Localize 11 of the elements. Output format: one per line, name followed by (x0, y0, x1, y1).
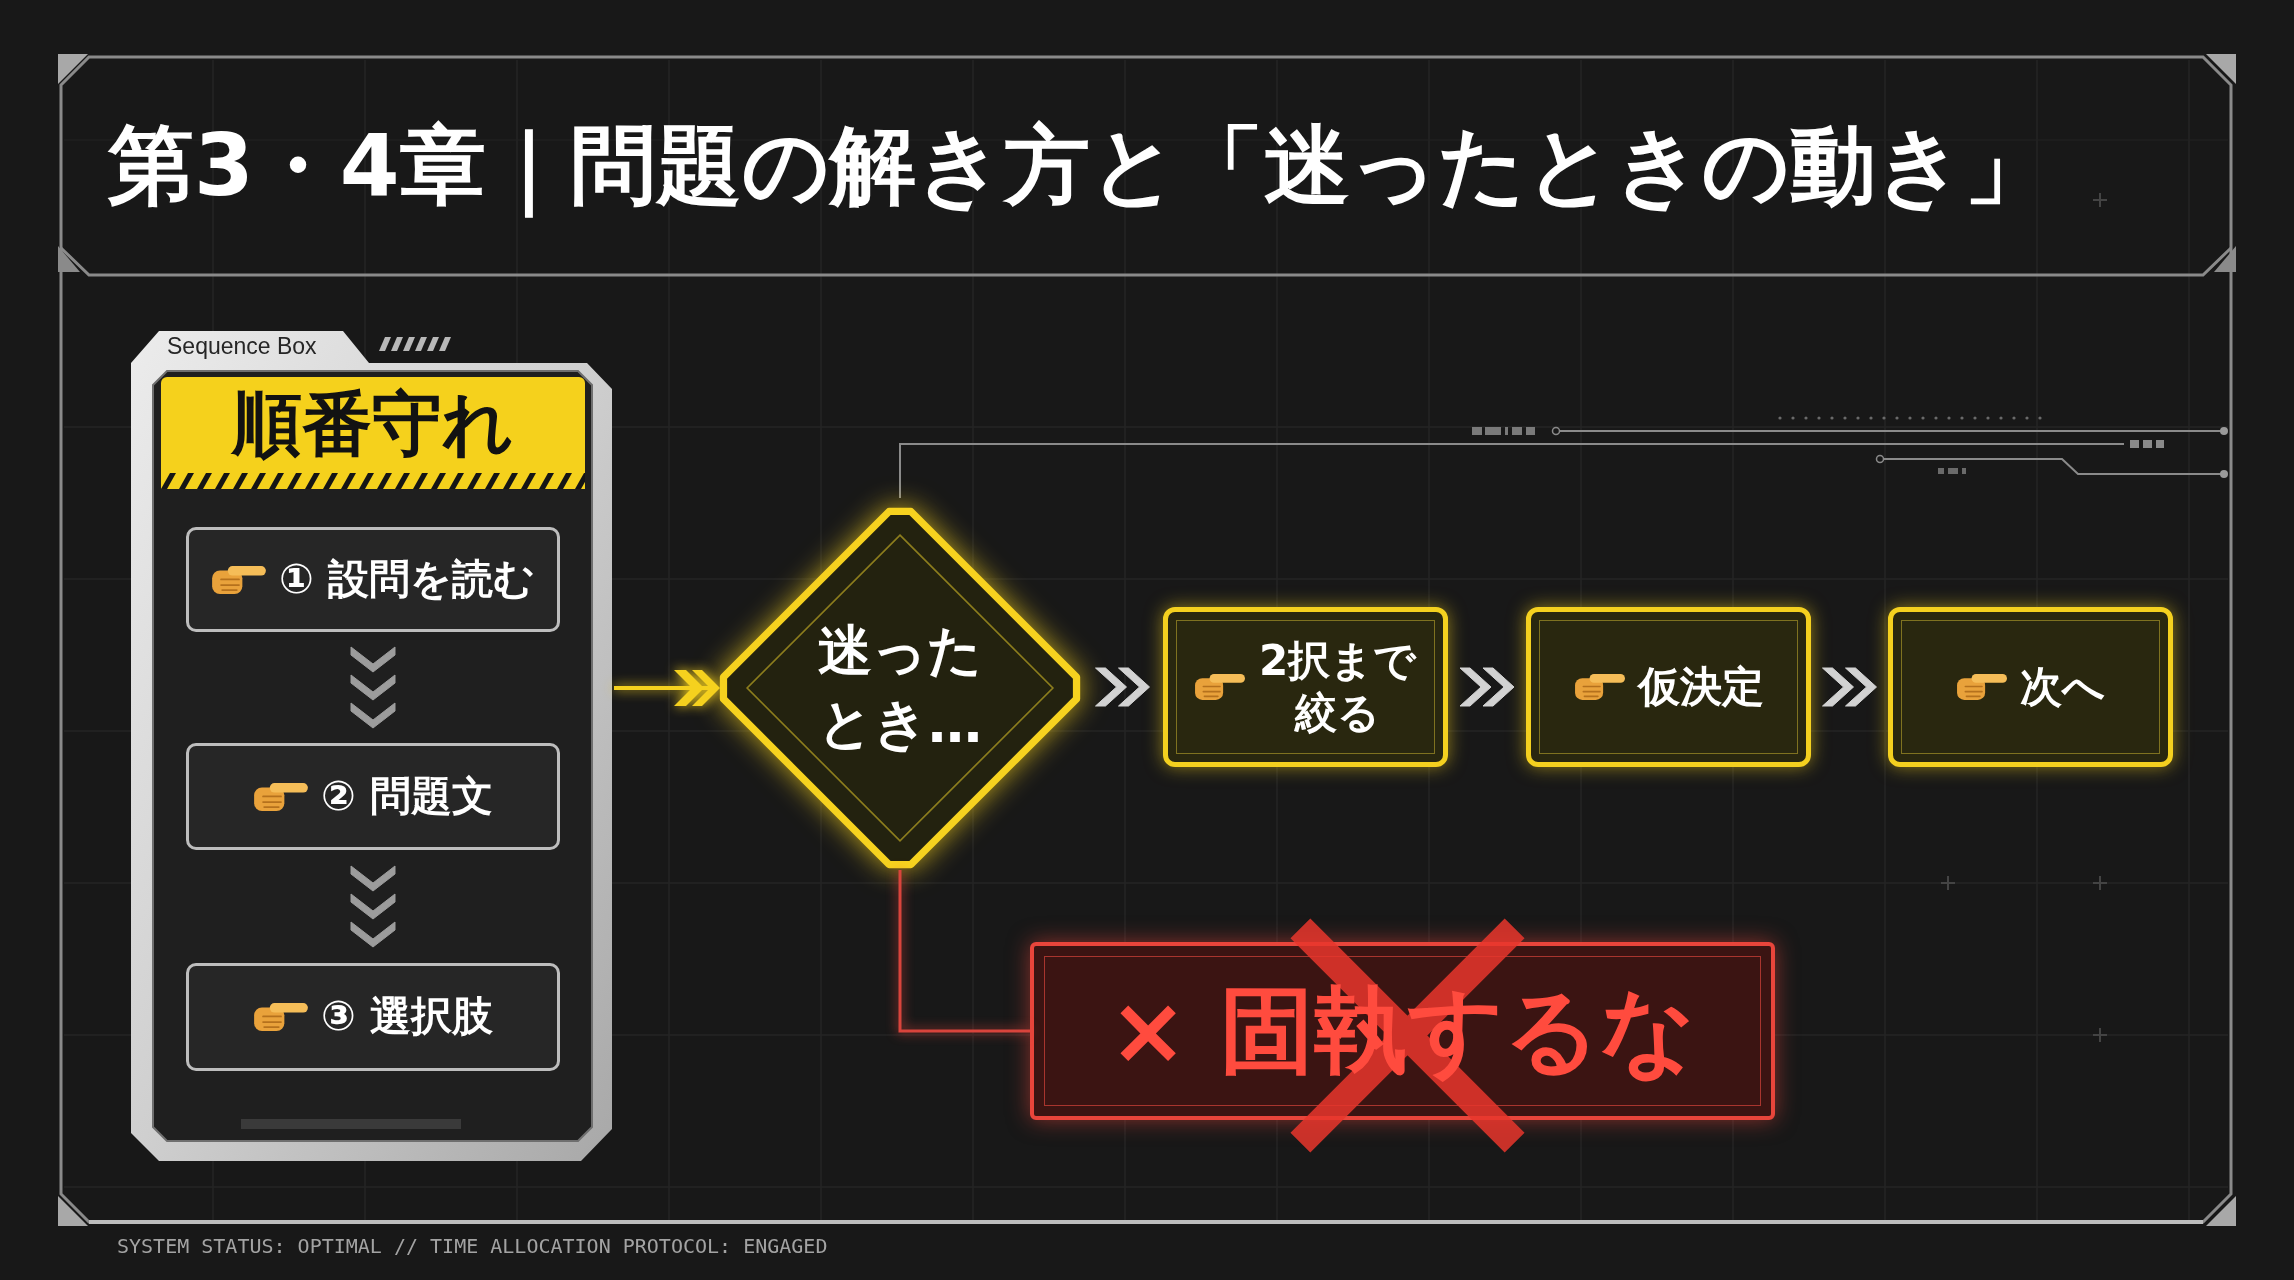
header-title: 順番守れ (232, 383, 514, 465)
status-line: SYSTEM STATUS: OPTIMAL // TIME ALLOCATION PROTOCOL: ENGAGED (117, 1234, 828, 1258)
action-label: 2択まで絞る (1257, 634, 1418, 739)
action-label: 次へ (2020, 660, 2105, 713)
step-label: ① 設問を読む (279, 554, 535, 605)
step-label: ③ 選択肢 (321, 992, 493, 1042)
step-label: ② 問題文 (321, 771, 493, 822)
panel-tab-label: Sequence Box (167, 333, 317, 359)
action-label: 仮決定 (1637, 660, 1764, 713)
page-title: 第3・4章｜問題の解き方と「迷ったときの動き」 (108, 113, 2050, 218)
decision-text: 迷ったとき… (817, 618, 983, 757)
